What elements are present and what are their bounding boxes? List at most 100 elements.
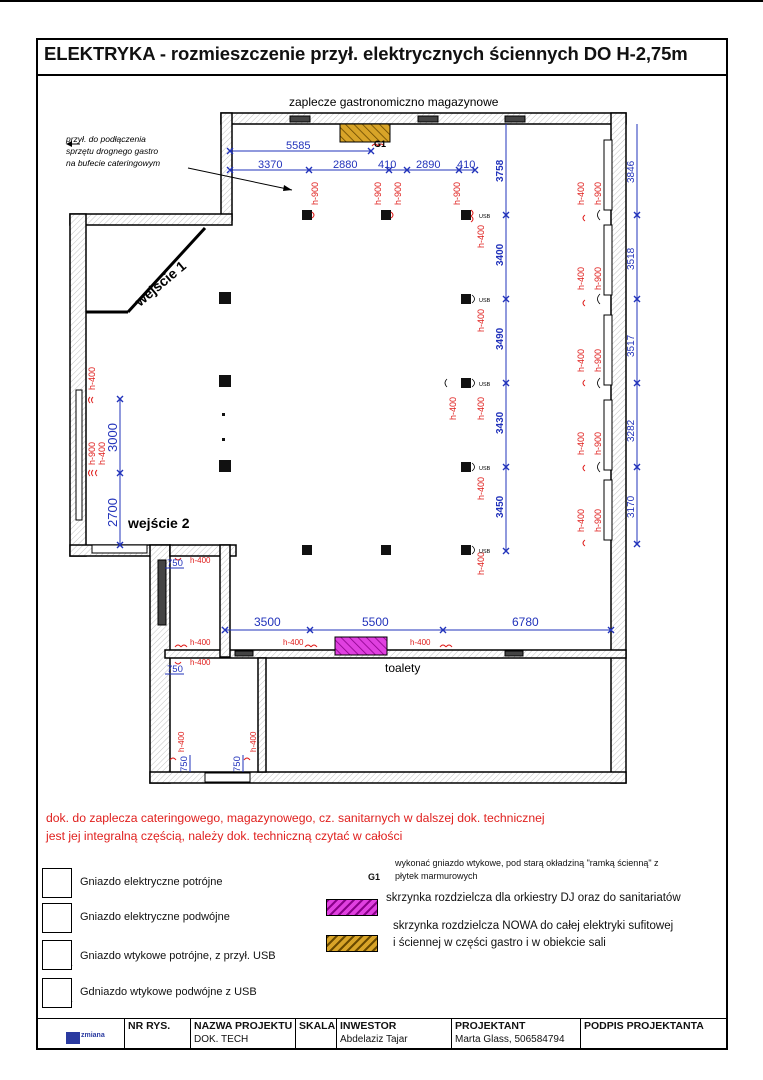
legend-triple-text: Gniazdo elektryczne potrójne [80,876,223,888]
room-label-toilets: toalety [385,661,420,675]
h900-b: h-900 [373,182,383,205]
h400-ad: h-400 [249,731,258,752]
dim-3518: 3518 [626,247,637,270]
h900-d: h-900 [452,182,462,205]
usb-d: USB [479,466,491,472]
usb-c: USB [479,382,491,388]
dim-3490: 3490 [495,327,506,350]
legend-new-box-line-1: skrzynka rozdzielcza NOWA do całej elekt… [393,920,674,932]
g1-marker: G1 [374,139,386,149]
drawing-frame [36,38,728,1050]
tb-podpis: PODPIS PROJEKTANTA [580,1019,726,1049]
note-line-2: jest jej integralną częścią, należy dok.… [46,829,403,843]
h400-q: h-400 [576,432,586,455]
tb-inwestor-value: Abdelaziz Tajar [340,1034,408,1045]
h400-x: h-400 [190,556,211,565]
legend-double-usb-symbol [42,978,72,1008]
floor-outlets [219,210,471,555]
dimension-labels: 5585 3370 2880 410 2890 410 3500 5500 67… [167,140,539,675]
dim-5500: 5500 [362,615,389,629]
h400-e: h-400 [476,225,486,248]
legend-triple-usb-text: Gniazdo wtykowe potrójne, z przył. USB [80,950,276,962]
dim-2890: 2890 [416,159,440,171]
dim-3500: 3500 [254,615,281,629]
dim-3282: 3282 [626,419,637,442]
h900-p: h-900 [593,349,603,372]
dim-750a: 750 [167,558,183,569]
callout-leader [187,167,293,191]
socket-glyphs [88,143,586,761]
h900-a: h-900 [310,182,320,205]
callout-line-3: na bufecie cateringowym [66,158,160,168]
dim-2700: 2700 [105,498,120,527]
usb-glyphs [444,209,601,555]
h400-y: h-400 [190,638,211,647]
tb-skala-label: SKALA [299,1020,336,1032]
h900-n: h-900 [593,267,603,290]
title-rule [36,74,728,76]
h400-u: h-400 [87,367,97,390]
drawing-title: ELEKTRYKA - rozmieszczenie przył. elektr… [44,43,688,64]
h400-j: h-400 [476,552,486,575]
legend-dj-text: skrzynka rozdzielcza dla orkiestry DJ or… [386,892,681,904]
dim-2880: 2880 [333,159,357,171]
dim-3846: 3846 [626,160,637,183]
height-labels: h-900 h-900 h-900 h-900 h-400 h-400 h-40… [87,182,603,752]
tb-nazwa-value: DOK. TECH [194,1034,249,1045]
dim-750d: 750 [232,756,243,772]
walls [69,112,627,784]
callout-line-1: przył. do podłączenia [65,134,146,144]
tb-nazwa: NAZWA PROJEKTU DOK. TECH [190,1019,295,1049]
tb-nr-rys-label: NR RYS. [128,1020,171,1032]
dimension-ticks [116,147,641,634]
usb-labels: USB USB USB USB USB [479,214,491,555]
h400-z: h-400 [190,658,211,667]
dim-3430: 3430 [495,411,506,434]
dj-distribution-box [334,636,388,656]
tb-inwestor-label: INWESTOR [340,1020,397,1032]
tb-projektant: PROJEKTANT Marta Glass, 506584794 [451,1019,580,1049]
tb-inwestor: INWESTOR Abdelaziz Tajar [336,1019,451,1049]
company-logo: zmiana [48,1022,148,1046]
h400-g: h-400 [448,397,458,420]
dim-3000: 3000 [105,423,120,452]
tb-projektant-value: Marta Glass, 506584794 [455,1034,565,1045]
usb-e: USB [479,549,491,555]
vertical-dimension-labels: 3758 3400 3490 3430 3450 [495,159,506,518]
legend-double-symbol [42,903,72,933]
dim-410b: 410 [457,159,475,171]
legend-triple-usb-symbol [42,940,72,970]
dim-3170: 3170 [626,495,637,518]
tb-nr-rys: NR RYS. [124,1019,190,1049]
room-label-top: zaplecze gastronomiczno magazynowe [289,95,499,109]
entrance-1-label: wejście 1 [131,257,189,310]
callout-line-2: sprzętu drognego gastro [66,146,158,156]
legend-g1-line-2: płytek marmurowych [395,871,478,881]
h400-aa: h-400 [283,638,304,647]
h400-f: h-400 [476,309,486,332]
tb-nazwa-label: NAZWA PROJEKTU [194,1020,293,1032]
h900-c: h-900 [393,182,403,205]
callout-text: przył. do podłączenia sprzętu drognego g… [65,134,160,168]
h400-ab: h-400 [410,638,431,647]
legend-double-text: Gniazdo elektryczne podwójne [80,911,230,923]
legend-new-box-line-2: i ściennej w części gastro i w obiekcie … [393,937,606,949]
dim-3517: 3517 [626,334,637,357]
top-rule [0,0,763,2]
note-line-1: dok. do zaplecza cateringowego, magazyno… [46,811,545,825]
usb-b: USB [479,298,491,304]
dimension-lines [119,124,638,772]
h400-s: h-400 [576,509,586,532]
dim-750c: 750 [179,756,190,772]
legend-g1-key: G1 [368,872,381,882]
h400-ac: h-400 [177,731,186,752]
h900-l: h-900 [593,182,603,205]
logo-mark [66,1032,80,1044]
title-block: zmiana NR RYS. NAZWA PROJEKTU DOK. TECH … [38,1018,726,1049]
dim-3400: 3400 [495,243,506,266]
dim-3450: 3450 [495,495,506,518]
usb-a: USB [479,214,491,220]
right-dimension-labels: 3846 3518 3517 3282 3170 3000 2700 750 7… [105,160,637,772]
legend-g1-line-1: wykonać gniazdo wtykowe, pod starą okład… [395,858,659,868]
